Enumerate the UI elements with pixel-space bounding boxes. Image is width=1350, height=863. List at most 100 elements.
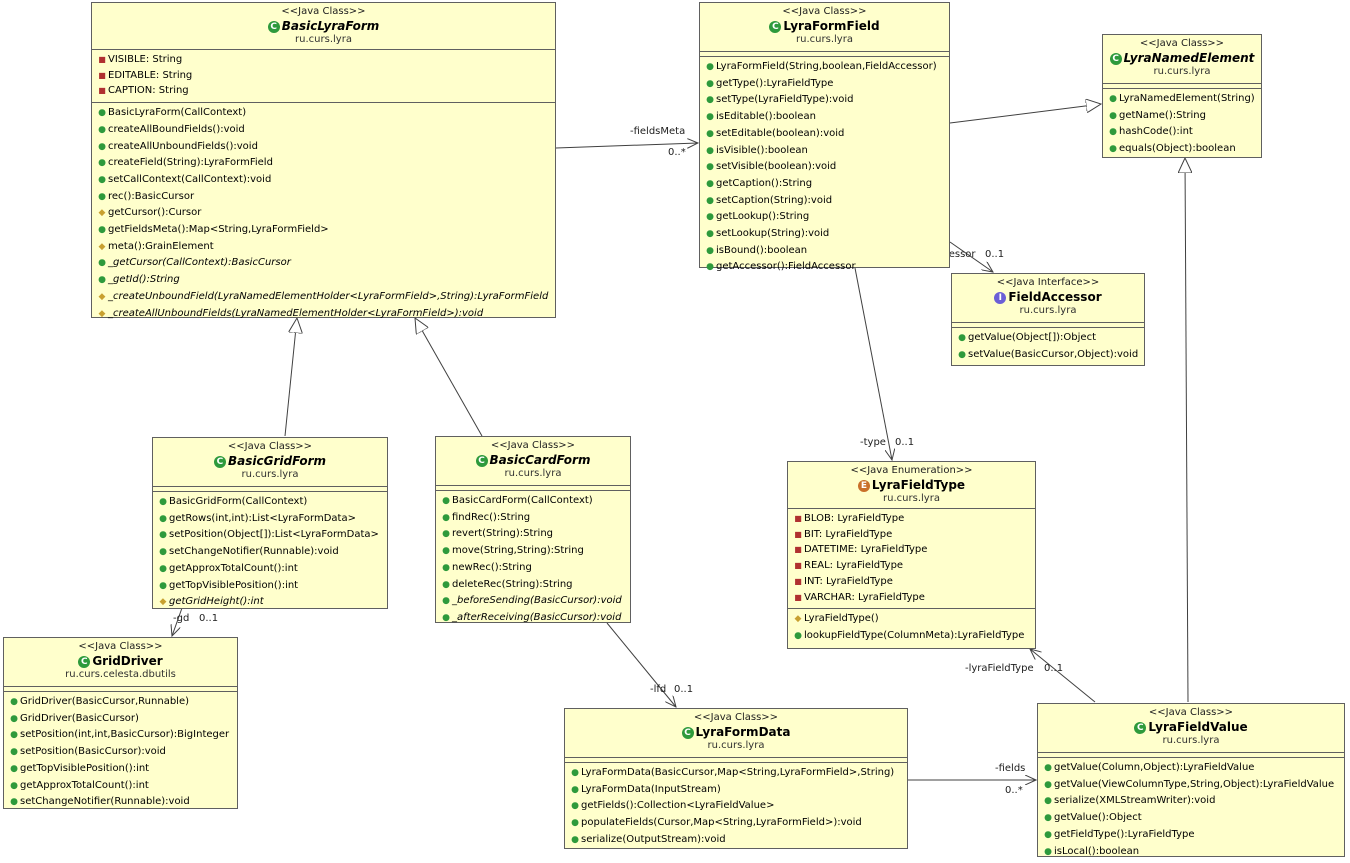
method-row[interactable]: ●getFields():Collection<LyraFieldValue> — [570, 798, 904, 815]
private-constructor-icon: ◆ — [794, 614, 802, 625]
method-row[interactable]: ●setPosition(Object[]):List<LyraFormData… — [158, 527, 384, 544]
field-row[interactable]: ■DATETIME: LyraFieldType — [793, 542, 1032, 558]
method-row[interactable]: ●BasicLyraForm(CallContext) — [97, 105, 552, 122]
method-row[interactable]: ●setVisible(boolean):void — [705, 159, 946, 176]
method-row[interactable]: ●isEditable():boolean — [705, 109, 946, 126]
method-row[interactable]: ●isLocal():boolean — [1043, 844, 1341, 861]
method-row[interactable]: ●getRows(int,int):List<LyraFormData> — [158, 511, 384, 528]
method-row[interactable]: ●move(String,String):String — [441, 543, 627, 560]
method-row[interactable]: ●rec():BasicCursor — [97, 189, 552, 206]
method-row[interactable]: ●setChangeNotifier(Runnable):void — [9, 794, 234, 811]
method-row[interactable]: ●setChangeNotifier(Runnable):void — [158, 544, 384, 561]
method-row[interactable]: ●setLookup(String):void — [705, 226, 946, 243]
method-row[interactable]: ●setCaption(String):void — [705, 193, 946, 210]
method-row[interactable]: ●LyraFormData(InputStream) — [570, 782, 904, 799]
method-row[interactable]: ●getType():LyraFieldType — [705, 76, 946, 93]
method-row[interactable]: ●getCaption():String — [705, 176, 946, 193]
method-row[interactable]: ◆getGridHeight():int — [158, 594, 384, 611]
method-row[interactable]: ●isBound():boolean — [705, 243, 946, 260]
method-row[interactable]: ●getApproxTotalCount():int — [158, 561, 384, 578]
method-row[interactable]: ●equals(Object):boolean — [1108, 141, 1258, 158]
method-row[interactable]: ●getName():String — [1108, 108, 1258, 125]
method-row[interactable]: ●BasicGridForm(CallContext) — [158, 494, 384, 511]
method-row[interactable]: ●setPosition(BasicCursor):void — [9, 744, 234, 761]
method-row[interactable]: ●serialize(XMLStreamWriter):void — [1043, 793, 1341, 810]
method-row[interactable]: ●LyraFormField(String,boolean,FieldAcces… — [705, 59, 946, 76]
method-row[interactable]: ●getValue(Object[]):Object — [957, 330, 1141, 347]
field-row[interactable]: ■REAL: LyraFieldType — [793, 558, 1032, 574]
field-row[interactable]: ■EDITABLE: String — [97, 68, 552, 84]
static-final-field-icon: ■ — [794, 514, 802, 523]
method-row[interactable]: ●GridDriver(BasicCursor,Runnable) — [9, 694, 234, 711]
gen-card-basic-line — [415, 318, 483, 437]
public-method-icon: ● — [571, 818, 579, 829]
method-row[interactable]: ●_getCursor(CallContext):BasicCursor — [97, 255, 552, 272]
method-row[interactable]: ●_getId():String — [97, 272, 552, 289]
abstract-protected-method-icon: ◆ — [98, 291, 106, 302]
method-row[interactable]: ●populateFields(Cursor,Map<String,LyraFo… — [570, 815, 904, 832]
method-row[interactable]: ●_beforeSending(BasicCursor):void — [441, 593, 627, 610]
method-row[interactable]: ●createAllBoundFields():void — [97, 122, 552, 139]
method-row[interactable]: ●revert(String):String — [441, 526, 627, 543]
method-row[interactable]: ◆_createUnboundField(LyraNamedElementHol… — [97, 289, 552, 306]
field-row[interactable]: ■VISIBLE: String — [97, 52, 552, 68]
final-method-icon: ● — [1109, 144, 1117, 155]
field-row[interactable]: ■INT: LyraFieldType — [793, 574, 1032, 590]
method-row[interactable]: ●lookupFieldType(ColumnMeta):LyraFieldTy… — [793, 628, 1032, 645]
methods-section: ◆LyraFieldType() ●lookupFieldType(Column… — [788, 608, 1035, 647]
public-method-icon: ● — [706, 178, 714, 189]
class-name: FieldAccessor — [1008, 290, 1102, 304]
method-row[interactable]: ●LyraNamedElement(String) — [1108, 91, 1258, 108]
method-row[interactable]: ●getFieldsMeta():Map<String,LyraFormFiel… — [97, 222, 552, 239]
method-row[interactable]: ◆_createAllUnboundFields(LyraNamedElemen… — [97, 306, 552, 323]
method-row[interactable]: ●BasicCardForm(CallContext) — [441, 493, 627, 510]
method-row[interactable]: ●findRec():String — [441, 510, 627, 527]
public-method-icon: ● — [706, 212, 714, 223]
method-row[interactable]: ●createAllUnboundFields():void — [97, 139, 552, 156]
class-icon: C — [1109, 53, 1122, 65]
method-row[interactable]: ●getLookup():String — [705, 209, 946, 226]
method-row[interactable]: ●getApproxTotalCount():int — [9, 778, 234, 795]
method-row[interactable]: ●getValue():Object — [1043, 810, 1341, 827]
field-row[interactable]: ■BLOB: LyraFieldType — [793, 511, 1032, 527]
field-row[interactable]: ■CAPTION: String — [97, 83, 552, 99]
method-row[interactable]: ●_afterReceiving(BasicCursor):void — [441, 610, 627, 627]
method-row[interactable]: ●getTopVisiblePosition():int — [9, 761, 234, 778]
method-row[interactable]: ●setCallContext(CallContext):void — [97, 172, 552, 189]
method-row[interactable]: ●setValue(BasicCursor,Object):void — [957, 347, 1141, 364]
method-row[interactable]: ●serialize(OutputStream):void — [570, 832, 904, 849]
method-row[interactable]: ●newRec():String — [441, 560, 627, 577]
method-row[interactable]: ●getValue(Column,Object):LyraFieldValue — [1043, 760, 1341, 777]
method-row[interactable]: ●setPosition(int,int,BasicCursor):BigInt… — [9, 727, 234, 744]
field-row[interactable]: ■VARCHAR: LyraFieldType — [793, 590, 1032, 606]
method-row[interactable]: ●getTopVisiblePosition():int — [158, 578, 384, 595]
method-row[interactable]: ●GridDriver(BasicCursor) — [9, 711, 234, 728]
public-method-icon: ● — [159, 530, 167, 541]
method-row[interactable]: ●createField(String):LyraFormField — [97, 155, 552, 172]
method-row[interactable]: ●getValue(ViewColumnType,String,Object):… — [1043, 777, 1341, 794]
method-row[interactable]: ●getFieldType():LyraFieldType — [1043, 827, 1341, 844]
package-name: ru.curs.lyra — [883, 493, 940, 504]
method-row[interactable]: ●getAccessor():FieldAccessor — [705, 259, 946, 276]
method-row[interactable]: ◆meta():GrainElement — [97, 239, 552, 256]
method-row[interactable]: ◆getCursor():Cursor — [97, 205, 552, 222]
public-method-icon: ● — [159, 580, 167, 591]
method-row[interactable]: ●hashCode():int — [1108, 124, 1258, 141]
method-row[interactable]: ●isVisible():boolean — [705, 143, 946, 160]
method-row[interactable]: ●setType(LyraFieldType):void — [705, 92, 946, 109]
field-row[interactable]: ■BIT: LyraFieldType — [793, 527, 1032, 543]
method-row[interactable]: ●setEditable(boolean):void — [705, 126, 946, 143]
method-row[interactable]: ●deleteRec(String):String — [441, 577, 627, 594]
method-row[interactable]: ◆LyraFieldType() — [793, 611, 1032, 628]
method-row[interactable]: ●LyraFormData(BasicCursor,Map<String,Lyr… — [570, 765, 904, 782]
